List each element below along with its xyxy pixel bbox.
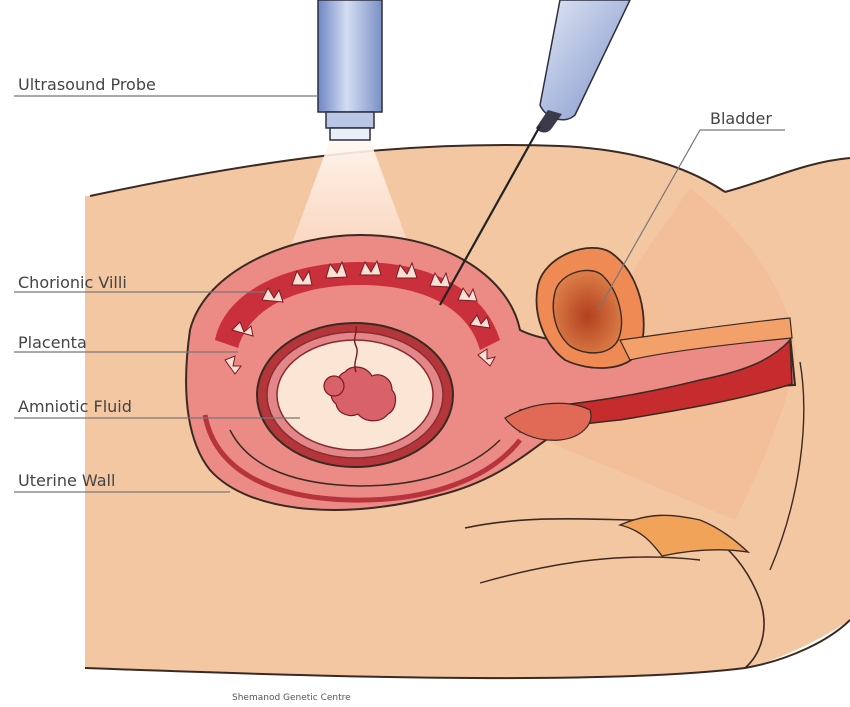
label-placenta: Placenta xyxy=(18,333,87,352)
label-bladder: Bladder xyxy=(710,109,772,128)
label-amniotic-fluid: Amniotic Fluid xyxy=(18,397,132,416)
label-uterine-wall: Uterine Wall xyxy=(18,471,115,490)
ultrasound-probe-icon xyxy=(318,0,382,140)
label-chorionic-villi: Chorionic Villi xyxy=(18,273,127,292)
image-credit: Shemanod Genetic Centre xyxy=(232,693,351,703)
label-ultrasound-probe: Ultrasound Probe xyxy=(18,75,156,94)
